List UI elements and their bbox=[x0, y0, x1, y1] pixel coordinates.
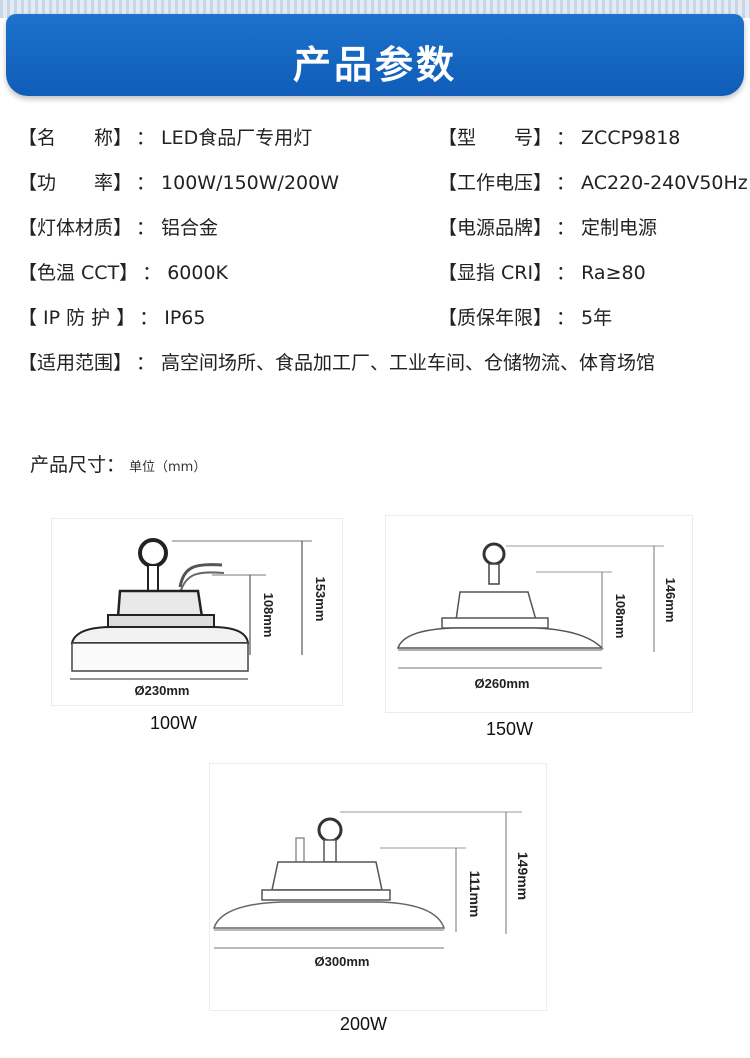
spec-label: 【灯体材质】 bbox=[18, 217, 133, 239]
lamp-drawing-150w: 108mm 146mm Ø260mm bbox=[396, 542, 678, 691]
total-height-label: 146mm bbox=[663, 578, 678, 623]
drawing-200w: 111mm 149mm Ø300mm bbox=[210, 764, 546, 1010]
dimensions-title: 产品尺寸： bbox=[30, 454, 126, 476]
caption-150w: 150W bbox=[486, 719, 534, 739]
diameter-label: Ø260mm bbox=[475, 676, 530, 691]
body-height-label: 108mm bbox=[613, 594, 628, 639]
spec-model: 【型 号】：ZCCP9818 bbox=[438, 127, 681, 149]
total-height-label: 153mm bbox=[313, 577, 328, 622]
lamp-drawing-200w: 111mm 149mm Ø300mm bbox=[212, 811, 531, 969]
spec-value: Ra≥80 bbox=[581, 262, 646, 284]
diameter-label: Ø230mm bbox=[135, 683, 190, 698]
spec-label: 【工作电压】 bbox=[438, 172, 553, 194]
spec-label: 【电源品牌】 bbox=[438, 217, 553, 239]
spec-power: 【功 率】：100W/150W/200W bbox=[18, 172, 339, 194]
spec-label: 【适用范围】 bbox=[18, 352, 133, 374]
caption-100w: 100W bbox=[150, 713, 198, 733]
spec-label: 【质保年限】 bbox=[438, 307, 553, 329]
spec-value: IP65 bbox=[164, 307, 206, 329]
lamp-drawing-100w: 108mm 153mm Ø230mm bbox=[70, 538, 328, 698]
spec-ip: 【 IP 防 护 】：IP65 bbox=[18, 307, 206, 329]
spec-material: 【灯体材质】：铝合金 bbox=[18, 217, 219, 239]
dimensions-unit: 单位（mm） bbox=[129, 460, 207, 475]
spec-value: 100W/150W/200W bbox=[161, 172, 339, 194]
top-decorative-strip bbox=[0, 0, 750, 18]
spec-usage: 【适用范围】：高空间场所、食品加工厂、工业车间、仓储物流、体育场馆 bbox=[18, 352, 656, 374]
spec-label: 【 IP 防 护 】 bbox=[18, 307, 136, 329]
total-height-label: 149mm bbox=[515, 852, 531, 900]
spec-label: 【显指 CRI】 bbox=[438, 262, 553, 284]
spec-label: 【功 率】 bbox=[18, 172, 133, 194]
spec-warranty: 【质保年限】：5年 bbox=[438, 307, 613, 329]
spec-value: ZCCP9818 bbox=[581, 127, 681, 149]
spec-label: 【名 称】 bbox=[18, 127, 133, 149]
caption-200w: 200W bbox=[340, 1014, 388, 1034]
spec-label: 【型 号】 bbox=[438, 127, 553, 149]
spec-voltage: 【工作电压】：AC220-240V50Hz bbox=[438, 172, 748, 194]
page-title: 产品参数 bbox=[292, 43, 457, 87]
drawing-150w: 108mm 146mm Ø260mm bbox=[386, 516, 692, 712]
dimensions-heading: 产品尺寸：单位（mm） bbox=[30, 450, 206, 477]
diameter-label: Ø300mm bbox=[315, 954, 370, 969]
spec-cct: 【色温 CCT】：6000K bbox=[18, 262, 229, 284]
spec-driver: 【电源品牌】：定制电源 bbox=[438, 217, 658, 239]
drawing-100w: 108mm 153mm Ø230mm bbox=[52, 519, 342, 705]
spec-value: 6000K bbox=[167, 262, 229, 284]
spec-value: 5年 bbox=[581, 307, 613, 329]
spec-value: 高空间场所、食品加工厂、工业车间、仓储物流、体育场馆 bbox=[161, 352, 656, 374]
header-banner: 产品参数 bbox=[6, 14, 744, 96]
body-height-label: 108mm bbox=[261, 593, 276, 638]
spec-value: LED食品厂专用灯 bbox=[161, 127, 313, 149]
spec-cri: 【显指 CRI】：Ra≥80 bbox=[438, 262, 646, 284]
spec-value: 定制电源 bbox=[581, 217, 658, 239]
spec-value: AC220-240V50Hz bbox=[581, 172, 748, 194]
spec-name: 【名 称】：LED食品厂专用灯 bbox=[18, 127, 313, 149]
spec-value: 铝合金 bbox=[161, 217, 219, 239]
body-height-label: 111mm bbox=[467, 871, 483, 918]
spec-label: 【色温 CCT】 bbox=[18, 262, 139, 284]
